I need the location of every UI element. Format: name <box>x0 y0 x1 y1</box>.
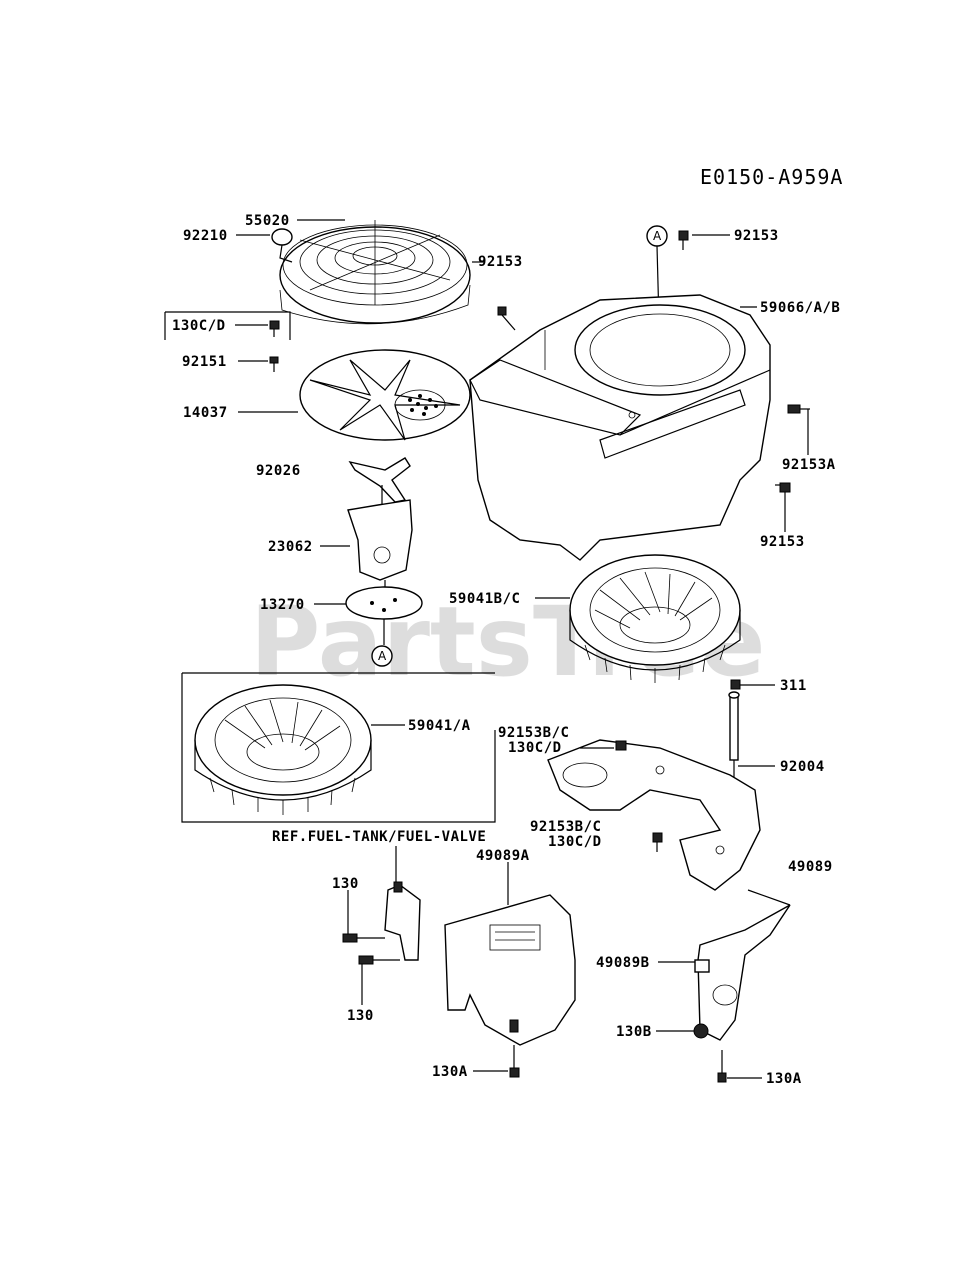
recoil-starter-cover <box>279 220 471 325</box>
label-23062: 23062 <box>268 539 313 555</box>
reference-note: REF.FUEL-TANK/FUEL-VALVE <box>272 829 486 845</box>
bolt-130-b <box>358 955 400 965</box>
label-92153-top: 92153 <box>478 254 523 270</box>
bolt-130a-left <box>509 1067 520 1078</box>
label-130a-left: 130A <box>432 1064 468 1080</box>
fuel-valve-bracket <box>384 881 421 961</box>
label-92210: 92210 <box>183 228 228 244</box>
leader-lines <box>164 219 809 1079</box>
label-92153bc-a: 92153B/C <box>498 725 569 741</box>
lower-baffle-plate <box>547 739 761 891</box>
label-59041a: 59041/A <box>408 718 471 734</box>
label-92153-lower: 92153 <box>760 534 805 550</box>
label-59041bc: 59041B/C <box>449 591 520 607</box>
label-130a-right: 130A <box>766 1071 802 1087</box>
label-130cd-b: 130C/D <box>548 834 602 850</box>
label-130-a: 130 <box>332 876 359 892</box>
shroud-49089a <box>444 894 576 1068</box>
bolt-baffle-b <box>652 832 663 852</box>
nut-130b <box>693 1023 709 1039</box>
label-92153-right: 92153 <box>734 228 779 244</box>
svg-text:A: A <box>653 229 662 243</box>
label-130b: 130B <box>616 1024 652 1040</box>
label-59066: 59066/A/B <box>760 300 840 316</box>
diagram-code: E0150-A959A <box>700 165 843 189</box>
label-92004: 92004 <box>780 759 825 775</box>
bolt-92151 <box>269 356 279 372</box>
label-130-b: 130 <box>347 1008 374 1024</box>
part-labels: 55020 92210 92153 92153 130C/D 92151 140… <box>172 213 840 1087</box>
flywheel-fan-boxed <box>181 672 496 823</box>
bolt-130-a <box>342 933 385 943</box>
flywheel-fan-upper <box>569 554 741 683</box>
label-130cd-a: 130C/D <box>508 740 562 756</box>
bolt-92153-right <box>678 230 689 250</box>
bolt-130cd-top <box>269 320 280 337</box>
bolt-130a-right <box>717 1050 727 1083</box>
label-14037: 14037 <box>183 405 228 421</box>
label-92026: 92026 <box>256 463 301 479</box>
label-49089: 49089 <box>788 859 833 875</box>
starter-pulley-plate <box>299 349 471 441</box>
svg-text:A: A <box>378 649 387 663</box>
label-130cd-top: 130C/D <box>172 318 226 334</box>
label-92151: 92151 <box>182 354 227 370</box>
clip-49089b <box>694 959 710 973</box>
spacer-311 <box>730 679 741 690</box>
bolt-92153a <box>787 404 810 414</box>
starter-bracket <box>347 499 413 590</box>
label-311: 311 <box>780 678 807 694</box>
label-92153a: 92153A <box>782 457 836 473</box>
bolt-92153-lower <box>775 482 791 493</box>
label-13270: 13270 <box>260 597 305 613</box>
label-49089a: 49089A <box>476 848 530 864</box>
reference-marker-a-bottom: A <box>371 645 393 667</box>
drive-plate <box>345 586 423 645</box>
blower-housing <box>469 294 771 561</box>
bolt-baffle-a <box>615 740 627 751</box>
label-49089b: 49089B <box>596 955 650 971</box>
label-55020: 55020 <box>245 213 290 229</box>
label-92153bc-b: 92153B/C <box>530 819 601 835</box>
starter-knob <box>271 228 293 263</box>
stud-92004 <box>728 691 740 785</box>
bolt-92153-top <box>497 306 516 331</box>
shroud-49089 <box>697 889 791 1041</box>
